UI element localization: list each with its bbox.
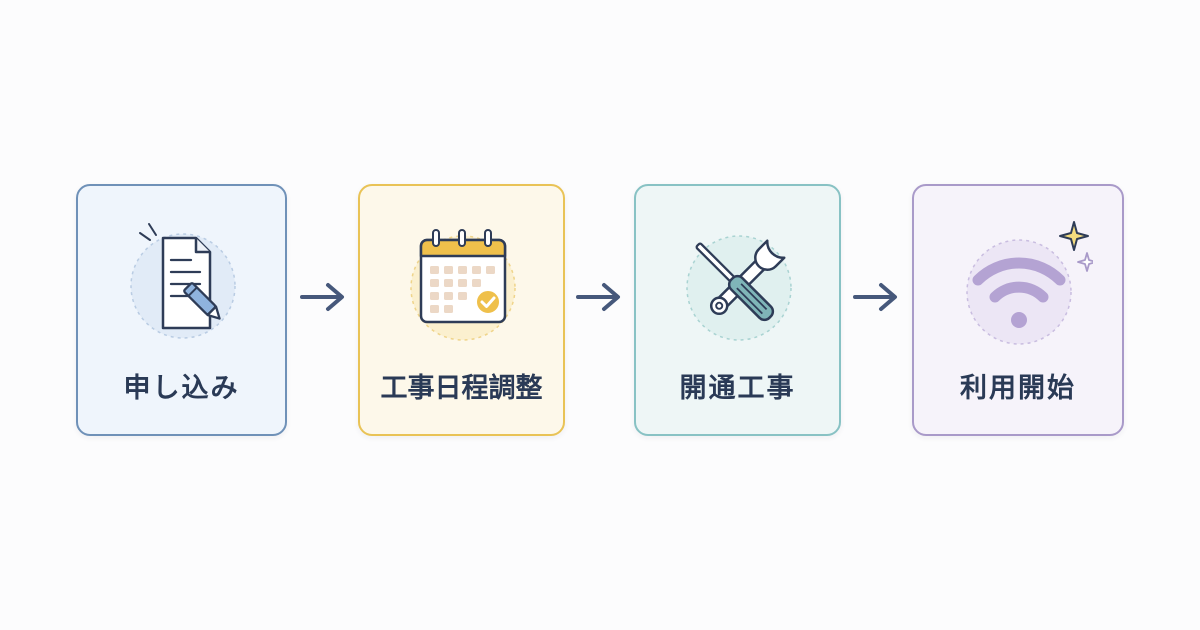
tools-icon (663, 216, 813, 356)
application-form-icon (107, 216, 257, 356)
calendar-check-icon (387, 216, 537, 356)
step-card-application: 申し込み (76, 184, 287, 436)
step-card-installation: 開通工事 (634, 184, 841, 436)
wifi-icon (943, 216, 1093, 356)
step-label: 申し込み (123, 373, 240, 404)
step-label: 工事日程調整 (380, 373, 543, 404)
arrow-right-icon (575, 280, 623, 314)
arrow-right-icon (299, 280, 347, 314)
step-card-schedule: 工事日程調整 (358, 184, 565, 436)
step-card-start: 利用開始 (912, 184, 1124, 436)
arrow-right-icon (852, 280, 900, 314)
step-label: 開通工事 (679, 373, 796, 404)
step-label: 利用開始 (960, 373, 1076, 404)
